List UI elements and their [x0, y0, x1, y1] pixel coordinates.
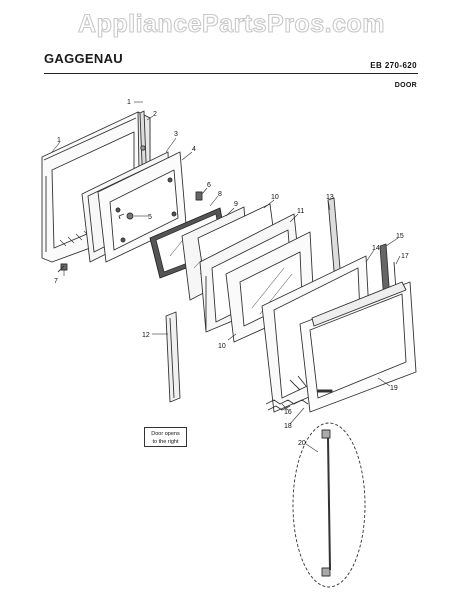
part-label: 13: [326, 194, 334, 201]
part-label: 5: [148, 214, 152, 221]
part-label: 12: [142, 332, 150, 339]
part-label: 7: [54, 278, 58, 285]
model-number: EB 270-620: [370, 61, 417, 70]
section-title: DOOR: [394, 82, 417, 89]
part-label: 16: [284, 409, 292, 416]
part-label: 18: [284, 423, 292, 430]
part-label: 1: [127, 99, 131, 106]
part-label: 11: [297, 208, 304, 215]
part-5-clip: [118, 212, 134, 220]
part-label: 14: [372, 245, 380, 252]
part-6-clip: [195, 191, 203, 201]
part-label: 15: [396, 233, 404, 240]
part-4-inner-frame: [97, 151, 187, 263]
part-20-detail: [292, 422, 366, 588]
door-opens-note: Door opens to the right: [144, 427, 187, 447]
part-label: 10: [218, 343, 226, 350]
watermark-text: AppliancePartsPros.com: [77, 9, 385, 38]
part-label: 17: [401, 253, 409, 260]
part-label: 2: [153, 111, 157, 118]
part-label: 19: [390, 385, 398, 392]
part-label: 8: [218, 191, 222, 198]
header-rule: [44, 73, 418, 74]
part-label: 3: [174, 131, 178, 138]
part-19-front-glass: [299, 281, 417, 413]
part-label: 6: [207, 182, 211, 189]
part-7-screw: [57, 263, 68, 273]
part-12-strip: [165, 311, 181, 403]
part-label: 4: [192, 146, 196, 153]
part-label: 20: [298, 440, 306, 447]
note-line-1: Door opens: [151, 431, 180, 437]
brand-logo: GAGGENAU: [44, 51, 123, 66]
part-label: 1: [57, 137, 61, 144]
note-line-2: to the right: [152, 439, 179, 445]
part-label: 9: [234, 201, 238, 208]
part-label: 10: [271, 194, 279, 201]
